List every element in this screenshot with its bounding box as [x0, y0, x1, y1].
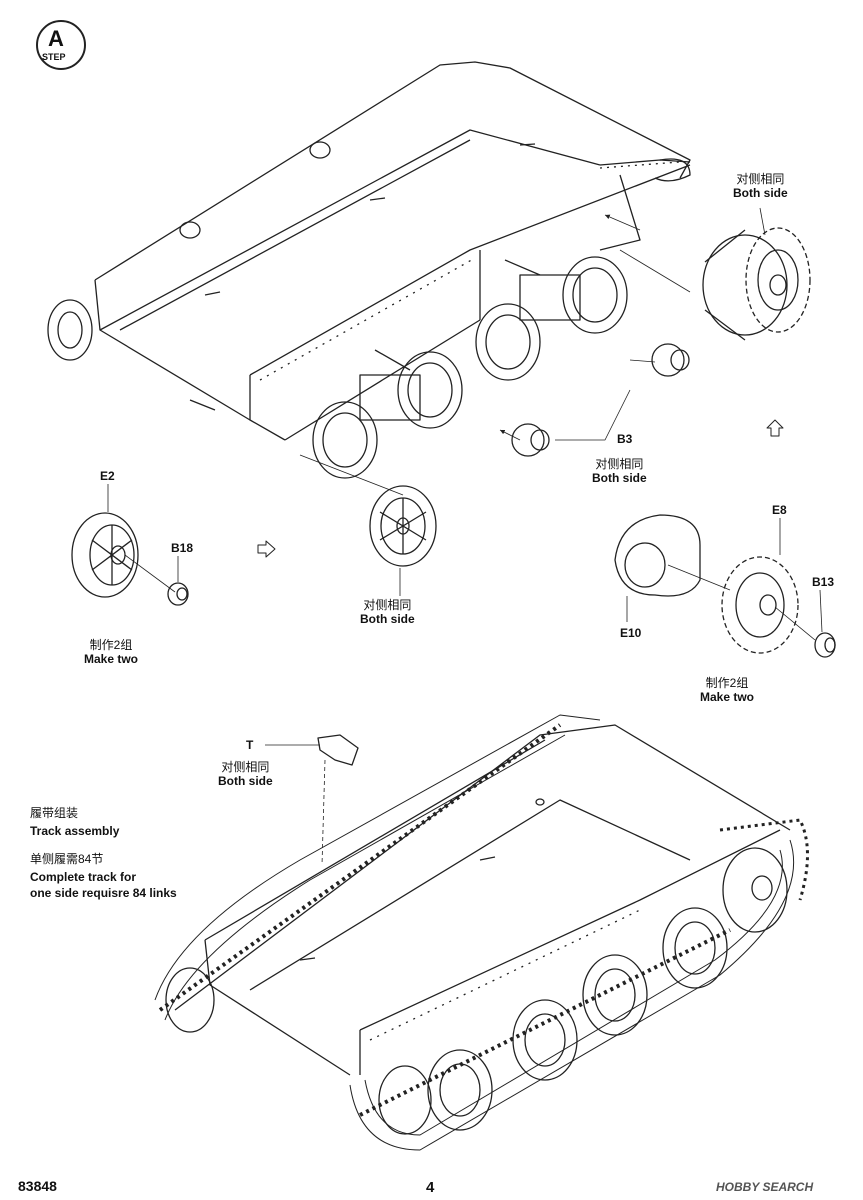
part-e8: E8 [772, 503, 787, 517]
step-label: STEP [42, 52, 66, 62]
part-b3: B3 [617, 432, 633, 446]
label-en-line2: one side requisre 84 links [30, 886, 177, 900]
road-wheels-upper [312, 256, 628, 479]
upper-hull-drawing [47, 61, 691, 441]
part-t: T [246, 738, 254, 752]
sprocket-assembly-upper [702, 227, 811, 341]
sprocket-e8-e10 [614, 514, 836, 658]
page-number: 4 [426, 1179, 435, 1196]
part-b18: B18 [171, 541, 194, 555]
orientation-arrow-icon [257, 419, 784, 558]
b3-both-side-label: 对侧相同 Both side [592, 457, 647, 485]
lower-hull-drawing [174, 724, 791, 1076]
track-link-count-note: 单侧履需84节 Complete track for one side requ… [30, 852, 177, 900]
sprocket-both-side-label: 对侧相同 Both side [733, 172, 788, 200]
label-zh: 对侧相同 [221, 760, 270, 774]
step-badge-icon [36, 20, 86, 70]
track-link-both-side-label: 对侧相同 Both side [218, 760, 273, 788]
road-wheel-loose [369, 485, 437, 567]
part-e2: E2 [100, 469, 115, 483]
assembly-arrows [107, 207, 823, 866]
kit-number: 83848 [18, 1178, 57, 1194]
idler-wheel-e2 [71, 512, 189, 606]
label-zh: 制作2组 [705, 676, 749, 690]
label-en: Both side [733, 186, 788, 200]
step-number: A [48, 26, 64, 51]
label-zh: 对侧相同 [736, 172, 785, 186]
label-zh: 对侧相同 [595, 457, 644, 471]
hobby-search-watermark: HOBBY SEARCH [716, 1180, 814, 1194]
track-lower-run [349, 818, 809, 1151]
part-b13: B13 [812, 575, 835, 589]
track-assembly-note: 履带组装 Track assembly [30, 806, 119, 838]
part-e10: E10 [620, 626, 642, 640]
label-en: Both side [592, 471, 647, 485]
idler-make-two-label: 制作2组 Make two [84, 638, 138, 666]
wheel-both-side-label: 对侧相同 Both side [360, 598, 415, 626]
label-en: Make two [700, 690, 755, 704]
label-zh: 单侧履需84节 [30, 852, 104, 866]
return-roller-b3 [511, 343, 690, 457]
label-en: Track assembly [30, 824, 120, 838]
track-upper-run [154, 714, 601, 1021]
label-en-line1: Complete track for [30, 870, 137, 884]
road-wheels-lower [165, 847, 788, 1135]
track-link-t [317, 734, 359, 766]
label-en: Both side [218, 774, 273, 788]
label-zh: 制作2组 [89, 638, 133, 652]
sprocket-make-two-label: 制作2组 Make two [700, 676, 754, 704]
label-zh: 对侧相同 [363, 598, 412, 612]
label-zh: 履带组装 [30, 806, 79, 820]
label-en: Both side [360, 612, 415, 626]
label-en: Make two [84, 652, 139, 666]
